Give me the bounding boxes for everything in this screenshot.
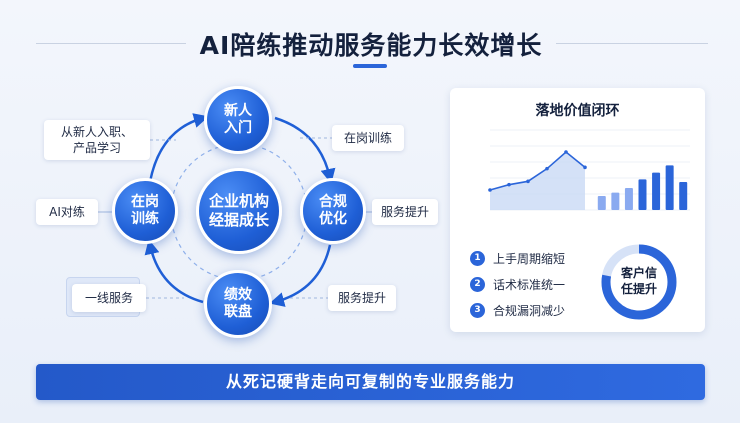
line-point [545, 166, 549, 171]
line-point [564, 150, 568, 154]
line-point [583, 165, 587, 170]
bar [597, 196, 606, 210]
label-frontline: 一线服务 [72, 284, 146, 312]
node-compliance: 合规 优化 [300, 178, 366, 244]
list-number: 1 [470, 250, 485, 266]
node-center: 企业机构 经据成长 [196, 168, 282, 254]
node-new-staff: 新人 入门 [204, 86, 272, 154]
label-service-right: 服务提升 [372, 199, 438, 225]
node-compliance-label: 合规 优化 [319, 193, 347, 228]
arrow-top-to-right [274, 116, 336, 184]
bar [638, 179, 647, 210]
node-onboard-training-label: 在岗 训练 [131, 193, 159, 228]
list-item: 2 话术标准统一 [470, 274, 565, 294]
label-new-staff: 从新人入职、 产品学习 [44, 120, 150, 160]
list-item: 1 上手周期缩短 [470, 248, 565, 268]
bar [611, 192, 620, 210]
line-series [489, 150, 586, 191]
title-divider-left [36, 43, 186, 44]
bar [679, 182, 688, 210]
value-chart [488, 129, 690, 211]
node-center-label: 企业机构 经据成长 [208, 192, 269, 229]
line-point [507, 182, 511, 187]
node-performance: 绩效 联盘 [204, 270, 272, 338]
bar [624, 188, 633, 210]
node-new-staff-label: 新人 入门 [224, 102, 252, 137]
label-ai-practice: AI对练 [36, 199, 98, 225]
arrow-right-to-bottom [269, 244, 332, 307]
node-performance-label: 绩效 联盘 [224, 286, 252, 321]
list-number: 2 [470, 276, 485, 292]
title-divider-right [556, 43, 708, 44]
label-service-bottom: 服务提升 [328, 285, 396, 311]
page-title: AI陪练推动服务能力长效增长 [199, 31, 543, 60]
trust-donut [601, 244, 677, 320]
bar [652, 172, 661, 210]
area-series-fill [490, 152, 585, 210]
label-onboard-training: 在岗训练 [332, 125, 404, 151]
node-onboard-training: 在岗 训练 [112, 178, 178, 244]
list-item: 3 合规漏洞减少 [470, 300, 565, 320]
bottom-banner: 从死记硬背走向可复制的专业服务能力 [36, 364, 705, 400]
line-point [488, 188, 492, 192]
line-point [526, 179, 530, 184]
bar [665, 165, 674, 210]
arrow-bottom-to-left [144, 239, 204, 304]
arrow-left-to-top [148, 113, 209, 183]
title-row: AI陪练推动服务能力长效增长 [0, 26, 740, 66]
donut-label: 客户信 任提升 [620, 266, 657, 296]
value-loop-card: 落地价值闭环 1 上手周期缩短 2 话术标准统一 3 合规漏洞减少 客户信 任提… [450, 88, 705, 332]
list-number: 3 [470, 302, 485, 318]
list-text: 上手周期缩短 [493, 251, 566, 266]
card-title: 落地价值闭环 [535, 103, 620, 119]
title-underline [353, 64, 387, 68]
donut-value-arc [601, 244, 677, 320]
list-text: 合规漏洞减少 [493, 303, 566, 318]
list-text: 话术标准统一 [493, 277, 566, 292]
